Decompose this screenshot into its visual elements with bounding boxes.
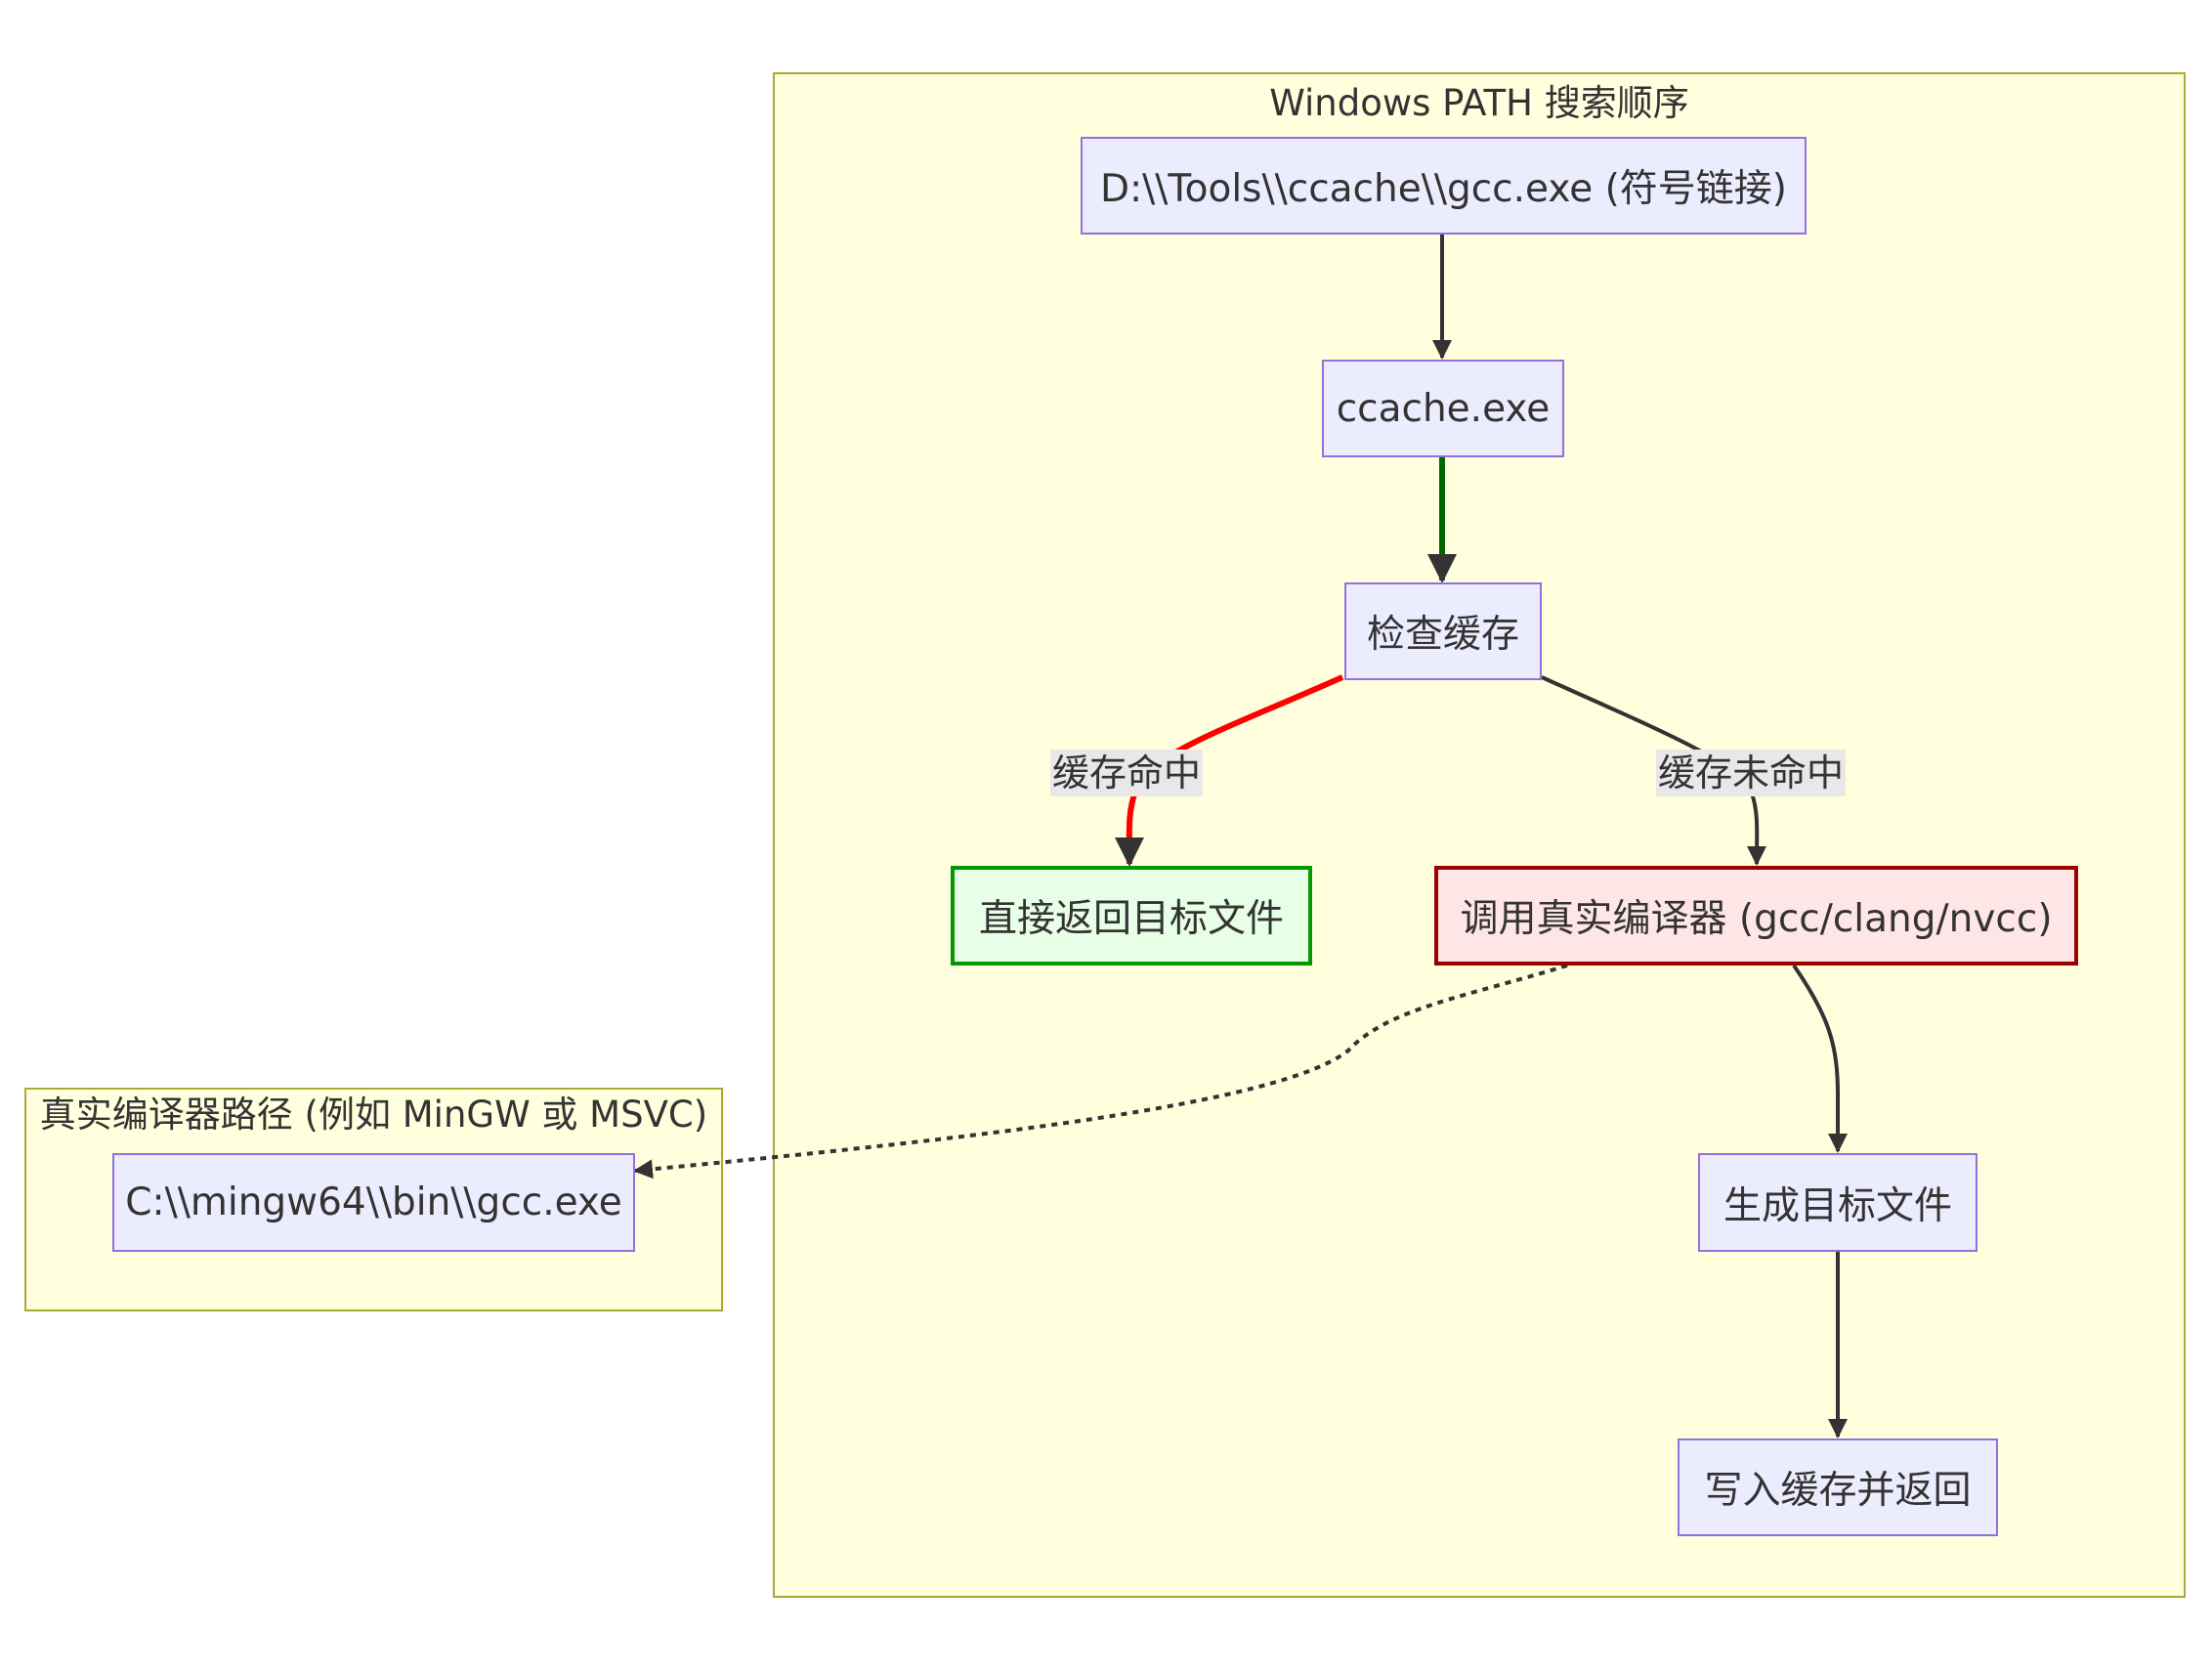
cluster-title-real-compiler: 真实编译器路径 (例如 MinGW 或 MSVC) — [39, 1094, 708, 1136]
node-write-cache-return: 写入缓存并返回 — [1678, 1438, 1998, 1536]
edge-invoke-to-generate — [1792, 964, 1848, 1153]
cluster-windows-path: Windows PATH 搜索顺序 — [773, 72, 2186, 1598]
node-generate-object: 生成目标文件 — [1698, 1153, 1978, 1252]
edge-label-cache-miss: 缓存未命中 — [1656, 750, 1847, 796]
node-invoke-real-compiler: 调用真实编译器 (gcc/clang/nvcc) — [1434, 866, 2078, 966]
node-ccache-symlink: D:\\Tools\\ccache\\gcc.exe (符号链接) — [1081, 137, 1807, 235]
node-real-gcc: C:\\mingw64\\bin\\gcc.exe — [112, 1153, 635, 1252]
node-return-direct: 直接返回目标文件 — [951, 866, 1312, 966]
edge-invoke-to-real-gcc — [633, 964, 1568, 1180]
node-ccache-exe: ccache.exe — [1322, 360, 1564, 457]
edge-label-cache-hit: 缓存命中 — [1050, 750, 1204, 796]
cluster-title-windows-path: Windows PATH 搜索顺序 — [1269, 82, 1689, 124]
node-check-cache: 检查缓存 — [1344, 582, 1542, 680]
